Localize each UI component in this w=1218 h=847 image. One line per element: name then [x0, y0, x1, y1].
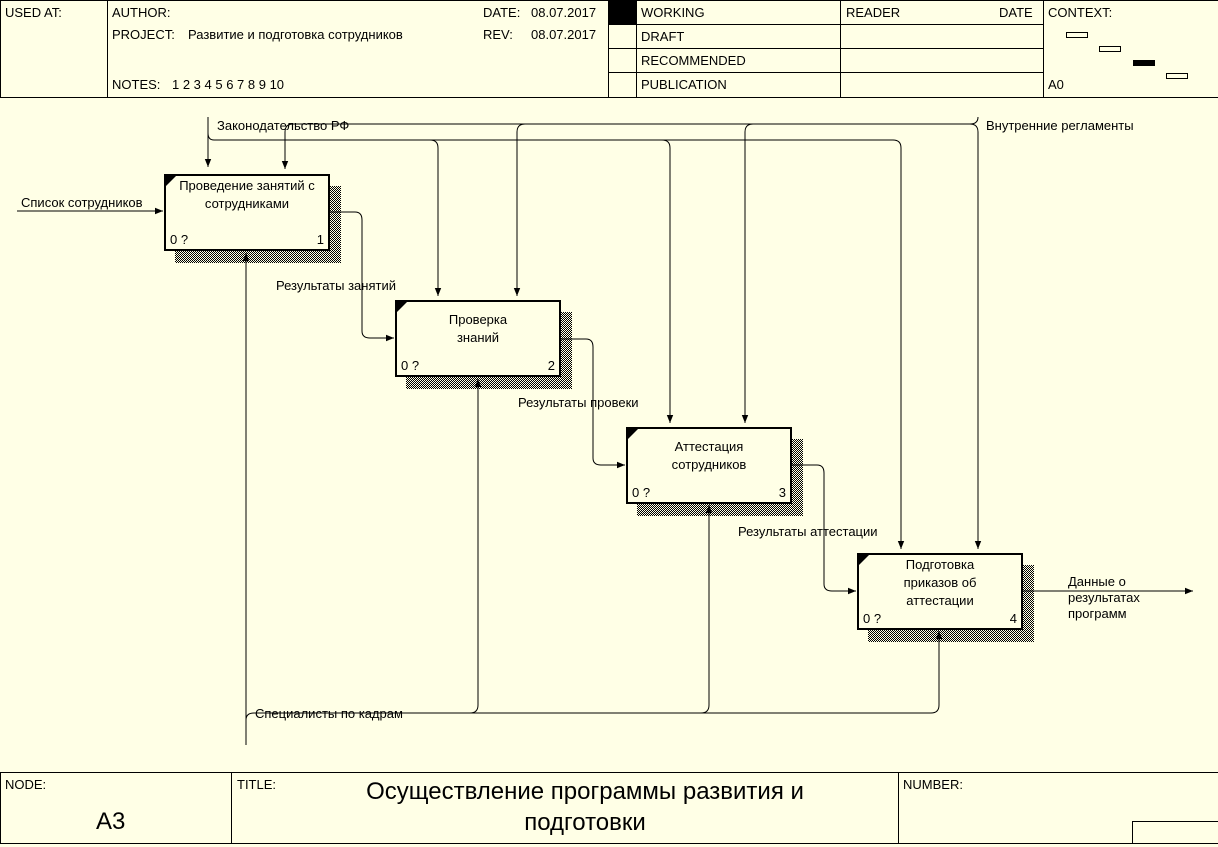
author-label: AUTHOR:: [112, 5, 171, 20]
arrow-law: [207, 132, 215, 141]
notes-label: NOTES:: [112, 77, 161, 92]
box-name: Проверка знаний: [448, 312, 508, 345]
context-thumbnail: [1060, 30, 1200, 85]
context-node: A0: [1048, 77, 1064, 92]
diagram-title: Осуществление программы развития и подго…: [366, 778, 804, 836]
box-name: Подготовка приказов об аттестации: [903, 557, 977, 608]
rev-value: 08.07.2017: [531, 27, 597, 42]
label-lessons-results: Результаты занятий: [276, 278, 396, 293]
box-number: 4: [1009, 611, 1017, 626]
box-name: Проведение занятий с сотрудниками: [179, 178, 315, 211]
arrow-hr: [469, 379, 482, 714]
footer-top-border: [0, 772, 1218, 773]
arrow-internal: [969, 116, 979, 125]
label-internal: Внутренние регламенты: [986, 118, 1134, 133]
header-left-border: [0, 0, 1, 97]
box-number: 1: [316, 232, 324, 247]
activity-box-3[interactable]: Аттестация сотрудников 0 ? 3: [626, 427, 792, 504]
status-row-divider: [609, 24, 1043, 25]
date-label: DATE:: [483, 5, 521, 20]
used-at-label: USED AT:: [5, 5, 62, 20]
arrow-hr: [700, 505, 713, 714]
box-corner: [628, 429, 638, 439]
box-name: Аттестация сотрудников: [671, 439, 747, 472]
box-corner: [397, 302, 407, 312]
box-cost: 0 ?: [863, 611, 882, 626]
project-label: PROJECT:: [112, 27, 175, 42]
label-check-results: Результаты провеки: [518, 395, 639, 410]
footer-divider: [898, 772, 899, 844]
header-top-border: [0, 0, 1218, 1]
context-box: [1166, 73, 1188, 79]
arrow-lessons-results: [330, 211, 394, 342]
status-working: WORKING: [641, 5, 705, 20]
footer-bottom-border: [0, 843, 1218, 844]
reader-date-label: DATE: [999, 5, 1033, 20]
footer-divider: [231, 772, 232, 844]
box-number: 3: [778, 485, 786, 500]
header-divider: [1043, 0, 1044, 97]
reader-label: READER: [846, 5, 901, 20]
status-draft: DRAFT: [641, 29, 685, 44]
working-status-marker: [609, 1, 636, 24]
header-divider: [608, 0, 609, 97]
footer-left-border: [0, 772, 1, 844]
box-number: 2: [547, 358, 555, 373]
label-attest-results: Результаты аттестации: [738, 524, 878, 539]
activity-box-4[interactable]: Подготовка приказов об аттестации 0 ? 4: [857, 553, 1023, 630]
header-bottom-border: [0, 97, 1218, 98]
box-cost: 0 ?: [632, 485, 651, 500]
header-divider: [107, 0, 108, 97]
project-value: Развитие и подготовка сотрудников: [188, 27, 403, 42]
label-law: Законодательство РФ: [217, 118, 350, 133]
number-label: NUMBER:: [903, 777, 963, 792]
arrow-internal: [281, 123, 294, 169]
activity-box-1[interactable]: Проведение занятий с сотрудниками 0 ? 1: [164, 174, 330, 251]
context-box: [1099, 46, 1121, 52]
box-cost: 0 ?: [401, 358, 420, 373]
label-staff-list: Список сотрудников: [21, 195, 143, 210]
box-corner: [166, 176, 176, 186]
arrow-internal: [741, 123, 754, 423]
context-box-current: [1133, 60, 1155, 66]
arrow-law: [214, 139, 905, 549]
arrow-check-results: [561, 338, 625, 469]
context-box: [1066, 32, 1088, 38]
node-label: NODE:: [5, 777, 47, 792]
status-recommended: RECOMMENDED: [641, 53, 746, 68]
status-row-divider: [609, 48, 1043, 49]
title-label: TITLE:: [237, 777, 277, 792]
number-box: [1132, 821, 1218, 843]
box-cost: 0 ?: [170, 232, 189, 247]
date-value: 08.07.2017: [531, 5, 597, 20]
label-hr: Специалисты по кадрам: [255, 706, 403, 721]
arrow-internal: [513, 123, 526, 296]
box-corner: [859, 555, 869, 565]
status-row-divider: [609, 72, 1043, 73]
label-output: Данные о результатах программ: [1068, 574, 1140, 621]
status-publication: PUBLICATION: [641, 77, 727, 92]
notes-value: 1 2 3 4 5 6 7 8 9 10: [172, 77, 285, 92]
node-value: A3: [96, 808, 126, 835]
arrow-attest-results: [792, 464, 856, 595]
rev-label: REV:: [483, 27, 513, 42]
arrow-hr: [245, 631, 943, 721]
activity-box-2[interactable]: Проверка знаний 0 ? 2: [395, 300, 561, 377]
context-label: CONTEXT:: [1048, 5, 1113, 20]
